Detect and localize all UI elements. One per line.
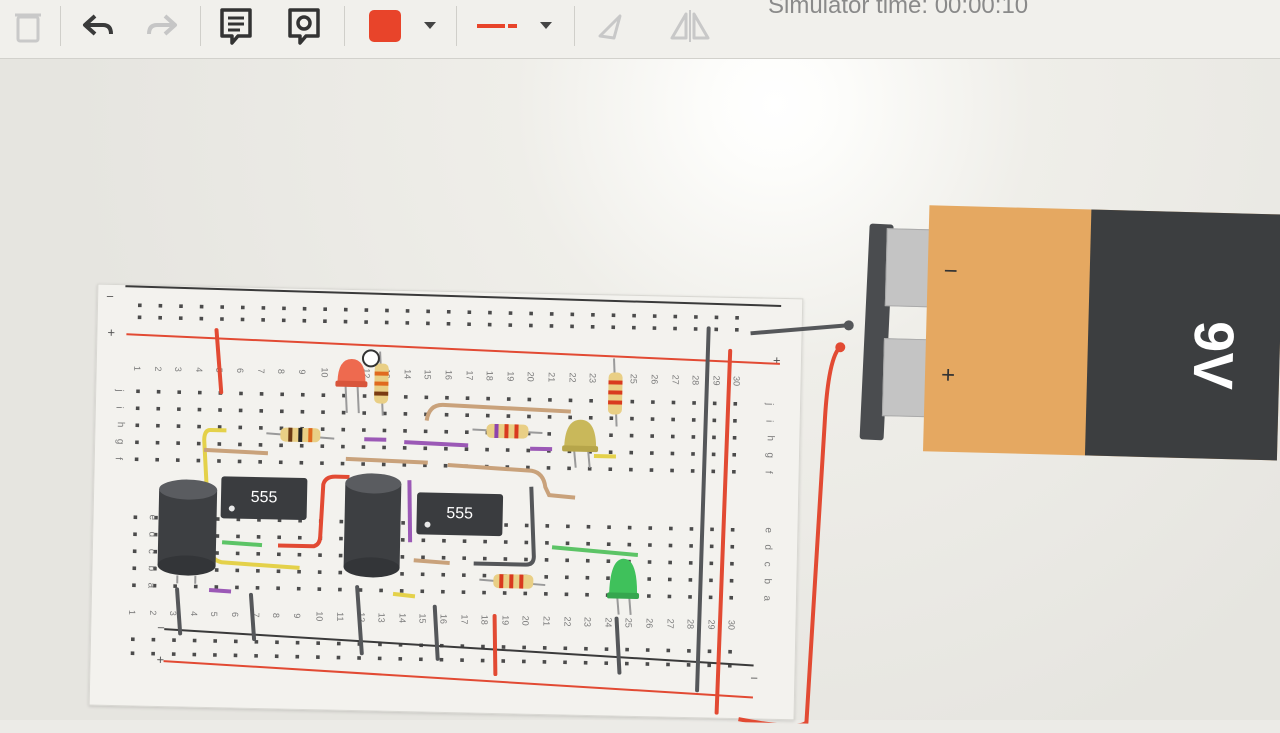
- undo-button[interactable]: [76, 4, 120, 48]
- resistor-mid-1[interactable]: [266, 427, 334, 442]
- capacitor-middle[interactable]: [343, 473, 401, 578]
- toolbar-separator: [574, 6, 575, 46]
- view-notes-button[interactable]: [282, 4, 326, 48]
- led-yellow[interactable]: [562, 419, 599, 468]
- wire-black-b2: [250, 595, 255, 639]
- wire-purple-5: [209, 590, 231, 591]
- wire-green-left: [222, 542, 262, 545]
- wire-type-picker[interactable]: [470, 4, 560, 48]
- capacitor-left[interactable]: [157, 479, 217, 584]
- wire-line-icon: [477, 21, 517, 31]
- wire-black-long: [697, 328, 709, 690]
- wire-tan-mid: [346, 459, 428, 463]
- rotate-icon: [594, 10, 626, 42]
- toolbar-separator: [60, 6, 61, 46]
- resistor-mid-2[interactable]: [472, 424, 542, 439]
- wire-battery-negative: [751, 323, 847, 335]
- battery-voltage-label: 9V: [1180, 320, 1247, 390]
- notes-button[interactable]: [214, 4, 258, 48]
- wire-battery-positive: [738, 347, 838, 726]
- trash-icon: [13, 9, 43, 43]
- top-rail-plus-line: [126, 334, 780, 364]
- ic-pin1-marker: [424, 522, 430, 528]
- battery-plus-sign: +: [941, 362, 956, 390]
- rotate-button[interactable]: [590, 4, 630, 48]
- wire-tan-left: [204, 450, 268, 453]
- toolbar-separator: [456, 6, 457, 46]
- wire-tan-top: [427, 405, 571, 424]
- resistor-top-2[interactable]: [608, 358, 623, 426]
- wire-red-bottom: [493, 616, 496, 674]
- redo-button[interactable]: [140, 4, 184, 48]
- ic-555-right-label: 555: [446, 505, 473, 524]
- simulator-time: Simulator time: 00:00:10: [768, 0, 1028, 20]
- top-rail-minus-line: [125, 286, 781, 306]
- battery-9v[interactable]: 9V − +: [857, 204, 1280, 475]
- ic-pin1-marker: [229, 505, 235, 511]
- battery-terminal-positive[interactable]: [882, 338, 930, 417]
- flip-icon: [668, 10, 712, 42]
- battery-terminal-negative[interactable]: [885, 228, 933, 307]
- toolbar-separator: [344, 6, 345, 46]
- chevron-down-icon: [539, 21, 553, 31]
- undo-arrow-icon: [81, 12, 115, 40]
- ic-555-right[interactable]: 555: [416, 492, 503, 536]
- bottom-rail-plus-line: [163, 661, 753, 697]
- wire-tan-bottom: [414, 560, 450, 563]
- battery-minus-sign: −: [943, 258, 958, 286]
- wire-black-b5: [615, 619, 620, 673]
- wire-purple-2: [404, 442, 468, 445]
- battery-lead-tip-negative: [844, 320, 854, 330]
- wire-yellow-small: [393, 594, 415, 596]
- delete-button[interactable]: [6, 4, 50, 48]
- ic-555-left-label: 555: [250, 489, 277, 508]
- color-picker[interactable]: [360, 4, 446, 48]
- ic-555-left[interactable]: 555: [221, 476, 308, 520]
- led-red[interactable]: [335, 359, 368, 414]
- redo-arrow-icon: [145, 12, 179, 40]
- wire-red-long: [717, 351, 731, 713]
- color-swatch: [369, 10, 401, 42]
- wire-black-b1: [176, 589, 181, 633]
- wire-green-right: [552, 547, 638, 555]
- wire-purple-4: [408, 480, 411, 542]
- chevron-down-icon: [423, 21, 437, 31]
- flip-button[interactable]: [666, 4, 714, 48]
- note-icon: [218, 6, 254, 46]
- wire-black-b4: [434, 607, 439, 659]
- eye-note-icon: [286, 6, 322, 46]
- resistor-bottom[interactable]: [479, 574, 545, 589]
- circuit-canvas[interactable]: − + + − + − 1234567891011121314151617181…: [0, 59, 1280, 720]
- toolbar-separator: [200, 6, 201, 46]
- wire-black-b3: [356, 587, 363, 653]
- led-green[interactable]: [607, 558, 640, 615]
